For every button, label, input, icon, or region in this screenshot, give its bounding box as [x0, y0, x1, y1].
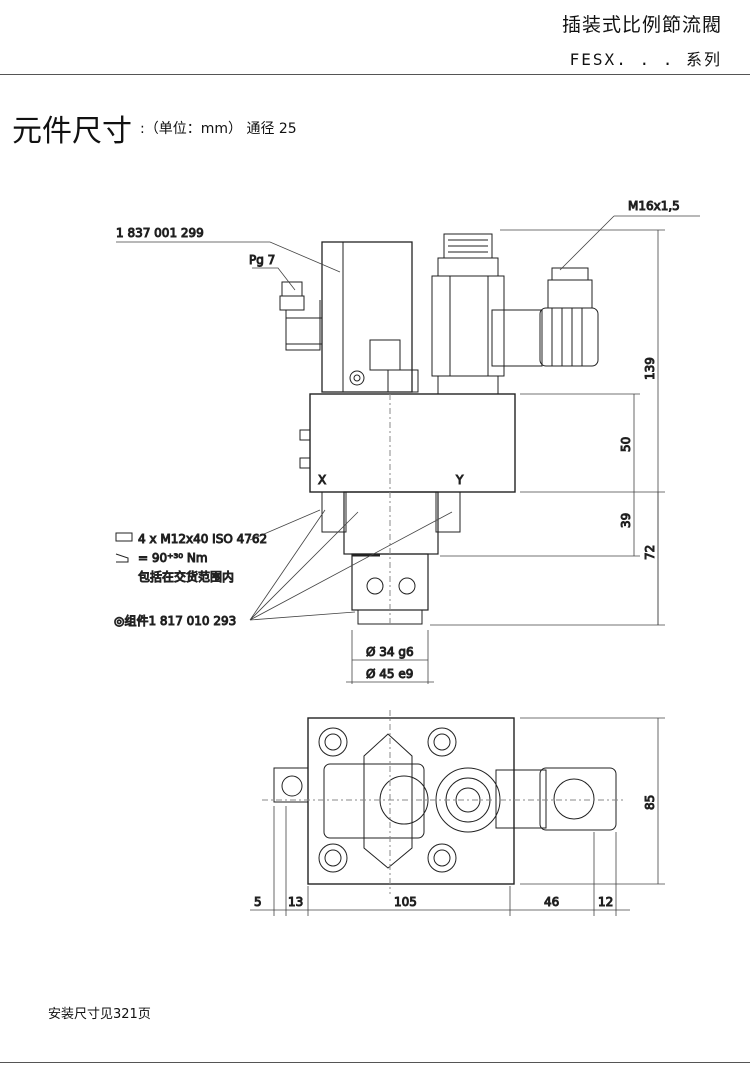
part-number-label: 1 837 001 299 — [116, 226, 204, 240]
dim-34: Ø 34 g6 — [366, 645, 414, 659]
screw-icon — [115, 532, 133, 542]
included-label: 包括在交货范围内 — [138, 569, 234, 584]
dim-12: 12 — [598, 895, 613, 909]
footer-rule — [0, 1062, 750, 1063]
dim-13: 13 — [288, 895, 303, 909]
dim-139: 139 — [643, 357, 657, 380]
thread-label: M16x1,5 — [628, 199, 680, 213]
port-x-label: X — [318, 473, 326, 487]
screws-label: 4 x M12x40 ISO 4762 — [138, 532, 267, 546]
series-label: FESX. . . 系列 — [569, 50, 722, 69]
dim-72: 72 — [643, 545, 657, 560]
dim-46: 46 — [544, 895, 559, 909]
footer-note: 安装尺寸见321页 — [48, 1007, 151, 1022]
section-title: 元件尺寸 — [12, 114, 132, 149]
catalog-title: 插装式比例節流閥 — [561, 14, 722, 36]
valve-top-view — [262, 710, 624, 894]
dim-105: 105 — [394, 895, 417, 909]
section-subtitle: :（单位：mm） 通径 25 — [140, 121, 297, 137]
header-rule — [0, 74, 750, 75]
wrench-icon — [115, 553, 129, 563]
dim-39: 39 — [619, 513, 633, 528]
dim-50: 50 — [619, 437, 633, 452]
seal-kit-label: ◎组件1 817 010 293 — [114, 614, 236, 628]
dim-45: Ø 45 e9 — [366, 667, 413, 681]
port-y-label: Y — [455, 473, 464, 487]
dim-5: 5 — [254, 895, 262, 909]
valve-side-view — [279, 233, 599, 625]
torque-label: = 90⁺³⁰ Nm — [138, 551, 208, 565]
pg-label: Pg 7 — [249, 253, 275, 267]
dim-85: 85 — [643, 795, 657, 810]
